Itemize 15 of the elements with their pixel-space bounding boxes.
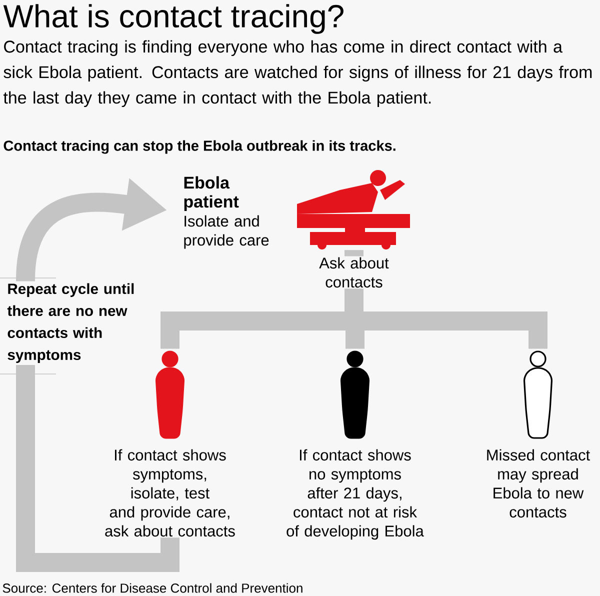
subheading: Contact tracing can stop the Ebola outbreak in its tracks. bbox=[4, 140, 396, 154]
edge-label: Repeat cycle until there are no new contacts with symptoms bbox=[5, 281, 142, 365]
caption-text: Missed contact may spread Ebola to new contacts bbox=[478, 448, 598, 519]
title: What is contact tracing? bbox=[3, 4, 344, 34]
person-figure bbox=[155, 350, 185, 439]
caption-text: If contact shows symptoms, isolate, test and provide care, ask about contacts bbox=[99, 448, 241, 538]
person-figure bbox=[523, 350, 553, 439]
source-note: Source: Centers for Disease Control and Prevention bbox=[2, 583, 302, 593]
stretcher-drawing bbox=[297, 170, 410, 250]
caption-text: If contact shows no symptoms after 21 days, contact not at risk of developing Ebola bbox=[284, 448, 426, 541]
caption-text: Ask about contacts bbox=[310, 256, 398, 289]
connector-bar bbox=[344, 250, 548, 349]
patient-label: Ebola patient Isolate and provide care bbox=[184, 176, 269, 249]
intro-paragraph: Contact tracing is finding everyone who has come in direct contact with a sick Ebola patient. Contacts are watched for signs of illness for 21 days from the last day they came in contact with the Ebola patient. bbox=[3, 40, 592, 108]
person-figure bbox=[340, 350, 370, 439]
